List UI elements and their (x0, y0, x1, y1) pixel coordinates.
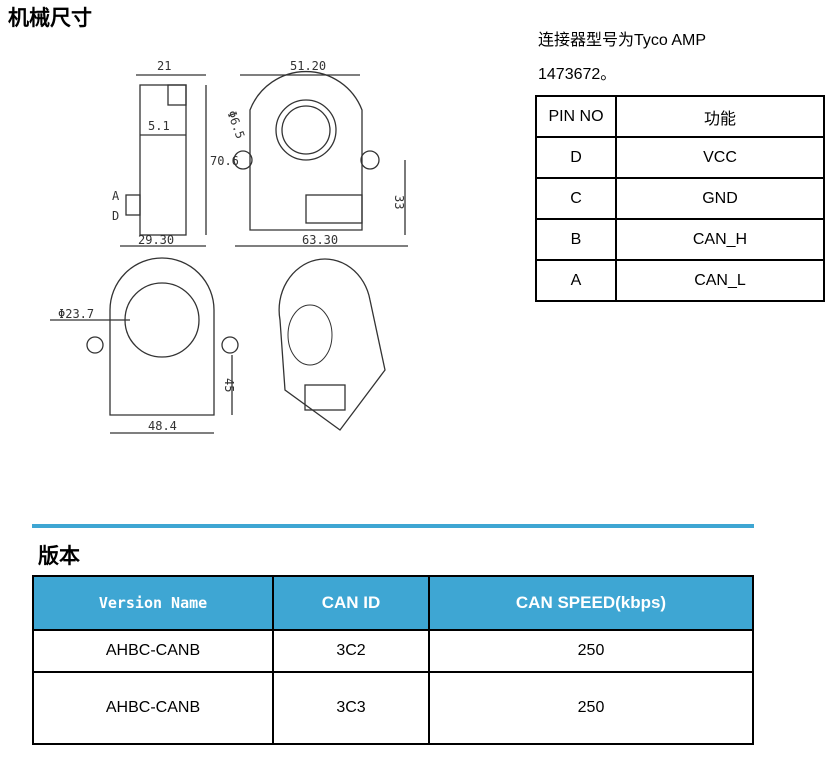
svg-text:D: D (112, 209, 119, 223)
table-header-row: PIN NO 功能 (535, 95, 825, 138)
function-cell: CAN_L (615, 259, 825, 302)
svg-text:A: A (112, 189, 120, 203)
version-table: Version Name CAN ID CAN SPEED(kbps) AHBC… (32, 575, 754, 745)
svg-text:51.20: 51.20 (290, 59, 326, 73)
can-id-cell: 3C3 (272, 671, 430, 745)
connector-note-line1: 连接器型号为Tyco AMP (538, 32, 707, 49)
can-id-cell: 3C2 (272, 629, 430, 673)
header-function: 功能 (615, 95, 825, 138)
svg-text:Φ23.7: Φ23.7 (58, 307, 94, 321)
side-view: 21 5.1 70.6 AD 29.30 (112, 59, 239, 247)
connector-note: 连接器型号为Tyco AMP 1473672。 (538, 24, 706, 92)
svg-text:33: 33 (392, 195, 406, 209)
connector-note-line2: 1473672。 (538, 66, 617, 83)
svg-text:70.6: 70.6 (210, 154, 239, 168)
header-version-name: Version Name (32, 575, 274, 631)
pin-cell: A (535, 259, 617, 302)
pin-cell: B (535, 218, 617, 261)
table-header-row: Version Name CAN ID CAN SPEED(kbps) (32, 575, 754, 631)
version-name-cell: AHBC-CANB (32, 671, 274, 745)
isometric-view (278, 258, 386, 431)
header-pin-no: PIN NO (535, 95, 617, 138)
mechanical-drawing: 21 5.1 70.6 AD 29.30 51.20 Φ6.5 33 63.30… (50, 59, 408, 434)
version-name-cell: AHBC-CANB (32, 629, 274, 673)
section-title-version: 版本 (38, 544, 80, 568)
section-title-dimensions: 机械尺寸 (8, 6, 92, 30)
svg-text:63.30: 63.30 (302, 233, 338, 247)
svg-text:5.1: 5.1 (148, 119, 170, 133)
function-cell: GND (615, 177, 825, 220)
pin-cell: C (535, 177, 617, 220)
svg-text:45: 45 (222, 378, 236, 392)
rear-view: Φ23.7 45 48.4 (50, 257, 239, 434)
svg-text:21: 21 (157, 59, 171, 73)
header-can-speed: CAN SPEED(kbps) (428, 575, 754, 631)
svg-text:48.4: 48.4 (148, 419, 177, 433)
function-cell: VCC (615, 136, 825, 179)
section-divider (32, 524, 754, 528)
function-cell: CAN_H (615, 218, 825, 261)
front-view: 51.20 Φ6.5 33 63.30 (224, 59, 408, 247)
pin-cell: D (535, 136, 617, 179)
can-speed-cell: 250 (428, 671, 754, 745)
header-can-id: CAN ID (272, 575, 430, 631)
svg-text:Φ6.5: Φ6.5 (224, 109, 247, 141)
svg-text:29.30: 29.30 (138, 233, 174, 247)
can-speed-cell: 250 (428, 629, 754, 673)
